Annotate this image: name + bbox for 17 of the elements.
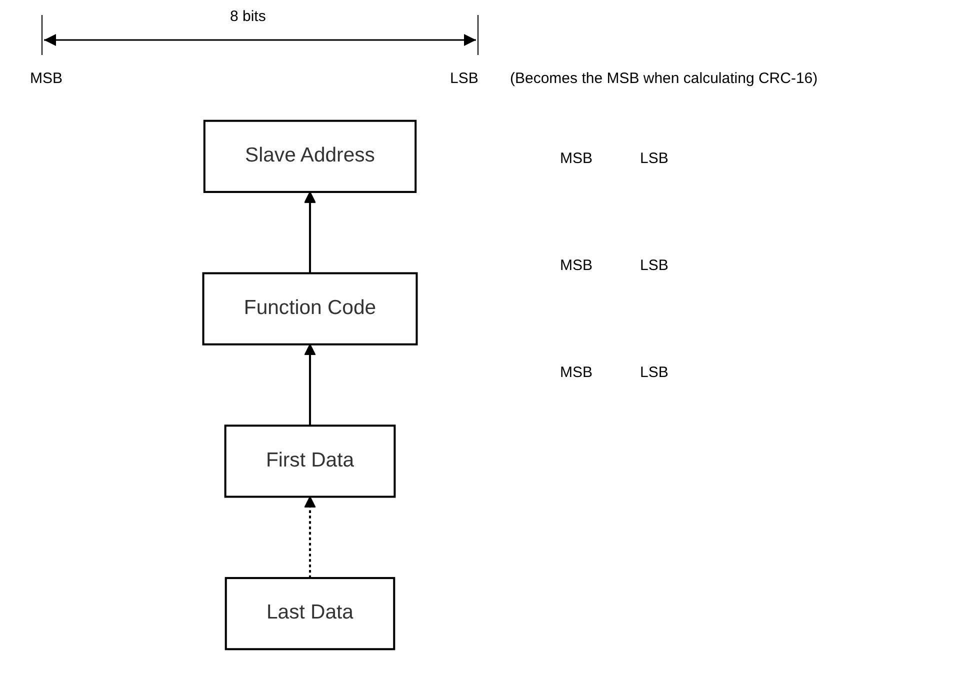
arrow: [304, 191, 316, 274]
bit-label: MSB: [560, 364, 594, 381]
bit-label: MSB: [30, 70, 64, 87]
bit-label: LSB: [640, 150, 670, 167]
bit-label: LSB: [640, 364, 670, 381]
bit-label: LSB: [640, 257, 670, 274]
note: (Becomes the MSB when calculating CRC-16): [510, 70, 818, 87]
bit-label: MSB: [560, 257, 594, 274]
node-box: Last Data: [224, 577, 396, 650]
arrow: [304, 496, 316, 578]
node-box: First Data: [224, 424, 396, 498]
bit-label: LSB: [450, 70, 480, 87]
node-box: Function Code: [202, 272, 418, 346]
node-box: Slave Address: [203, 120, 417, 193]
arrow: [304, 344, 316, 426]
bit-label: MSB: [560, 150, 594, 167]
dimension-label: 8 bits: [230, 8, 266, 25]
